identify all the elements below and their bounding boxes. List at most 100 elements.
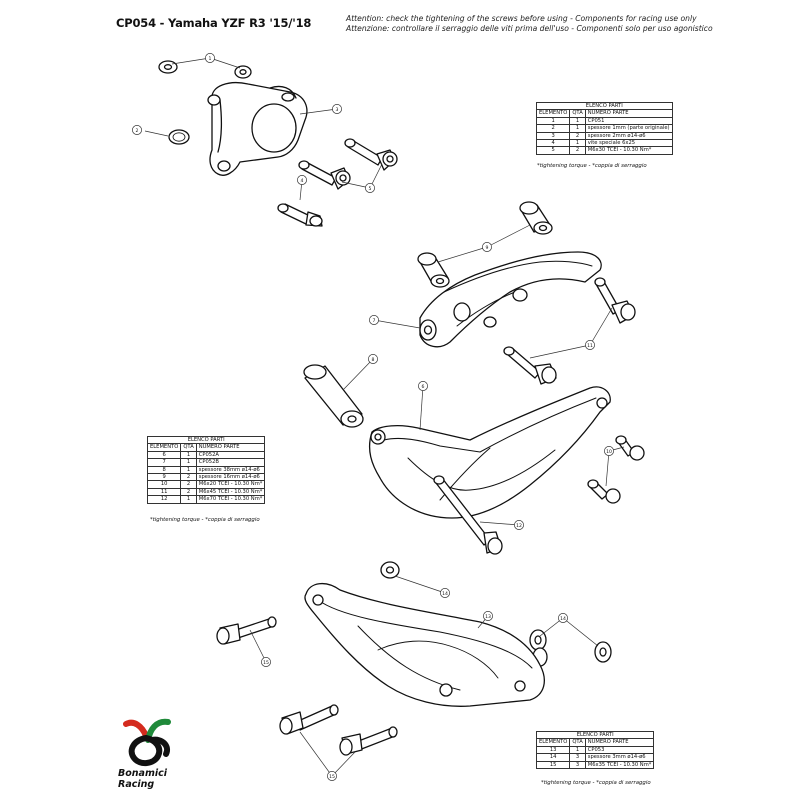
table-cell: 1: [569, 745, 586, 755]
callout-label: 12: [516, 523, 522, 529]
note-italian: Attenzione: controllare il serraggio del…: [346, 24, 713, 33]
table-cell: 3: [569, 760, 586, 770]
table-cell: CP052B: [195, 458, 266, 467]
column-header: NUMERO PARTE: [584, 109, 673, 118]
spacer-8: [303, 364, 364, 428]
callout-6: 6: [418, 381, 428, 391]
table-cell: 2: [180, 480, 197, 489]
table-cell: spessore 3mm ø14-ø6: [584, 753, 655, 762]
table-cell: 2: [569, 131, 586, 141]
table-cell: spessore 16mm ø14-ø6: [195, 473, 266, 482]
callout-11: 11: [585, 340, 595, 350]
callout-label: 11: [587, 343, 593, 349]
cover-cp052a: [368, 386, 611, 519]
page-title: CP054 - Yamaha YZF R3 '15/'18: [116, 16, 312, 30]
table-cell: 2: [180, 473, 197, 482]
bonamici-racing-logo: [123, 718, 171, 766]
note-english: Attention: check the tightening of the s…: [346, 14, 697, 23]
bolt-15c: [339, 726, 398, 756]
spacer-9a: [519, 201, 553, 235]
table-cell: spessore 38mm ø14-ø6: [195, 465, 266, 475]
callout-1: 1: [205, 53, 215, 63]
table-cell: 1: [535, 116, 571, 126]
callout-label: 15: [263, 660, 269, 666]
bolt-15b: [279, 704, 339, 735]
table-cell: 1: [180, 495, 197, 504]
callout-label: 15: [329, 774, 335, 780]
column-header: ELEMENTO: [535, 109, 571, 118]
table-cell: 1: [180, 450, 197, 460]
table-cell: 2: [180, 487, 197, 497]
callout-label: 14: [442, 591, 448, 597]
column-header: ELEMENTO: [146, 443, 182, 452]
torque-note-3: *tightening torque - *coppia di serraggi…: [541, 780, 651, 786]
table-cell: 1: [569, 124, 586, 133]
table-title: ELENCO PARTI: [536, 101, 673, 111]
table-cell: 15: [535, 760, 571, 770]
cover-cp051: [207, 82, 308, 176]
washer-3b: [234, 65, 252, 79]
callout-label: 4: [301, 178, 304, 184]
table-cell: 7: [146, 458, 182, 467]
table-cell: 1: [569, 139, 586, 148]
callout-label: 3: [336, 107, 339, 113]
cover-cp053: [304, 583, 545, 707]
callout-9: 9: [482, 242, 492, 252]
callout-label: 8: [372, 357, 375, 363]
column-header: NUMERO PARTE: [584, 738, 655, 747]
bolt-11a: [594, 277, 636, 324]
callout-label: 7: [373, 318, 376, 324]
bolt-10b: [587, 479, 621, 504]
callout-15: 15: [261, 657, 271, 667]
callout-14: 14: [558, 613, 568, 623]
callout-15: 15: [327, 771, 337, 781]
table-title: ELENCO PARTI: [146, 435, 266, 445]
callout-10: 10: [604, 446, 614, 456]
table-cell: 11: [146, 487, 182, 497]
shim-14a: [380, 561, 400, 579]
table-title: ELENCO PARTI: [535, 730, 655, 740]
bolt-11b: [503, 346, 557, 385]
spacer-9b: [417, 252, 450, 288]
table-cell: vite speciale 6x25: [584, 139, 673, 148]
bolt-15a: [216, 616, 277, 645]
callout-4: 4: [297, 175, 307, 185]
table-cell: M6x30 TCEI - 10.30 Nm*: [584, 146, 673, 155]
torque-note-2: *tightening torque - *coppia di serraggi…: [150, 517, 260, 523]
callout-13: 13: [483, 611, 493, 621]
brand-line-2: Racing: [118, 779, 155, 790]
table-cell: CP053: [584, 745, 655, 755]
bolt-12: [433, 475, 503, 555]
bolt-5a: [344, 138, 398, 171]
callout-12: 12: [514, 520, 524, 530]
table-cell: spessore 2mm ø14-ø6: [584, 131, 673, 141]
brand-name: Bonamici Racing: [118, 768, 167, 790]
brand-line-1: Bonamici: [118, 768, 167, 779]
attention-notes: Attention: check the tightening of the s…: [346, 14, 786, 34]
table-cell: 3: [535, 131, 571, 141]
table-cell: 2: [535, 124, 571, 133]
table-cell: M6x20 TCEI - 10.30 Nm*: [195, 480, 266, 489]
callout-label: 13: [485, 614, 491, 620]
table-cell: M6x70 TCEI - 10.30 Nm*: [195, 495, 266, 504]
bolt-10a: [615, 435, 645, 461]
bolt-5b: [298, 160, 351, 190]
column-header: QTÀ: [569, 738, 586, 747]
callout-2: 2: [132, 125, 142, 135]
table-cell: spessore 1mm (parte originale): [584, 124, 673, 133]
callout-label: 9: [486, 245, 489, 251]
